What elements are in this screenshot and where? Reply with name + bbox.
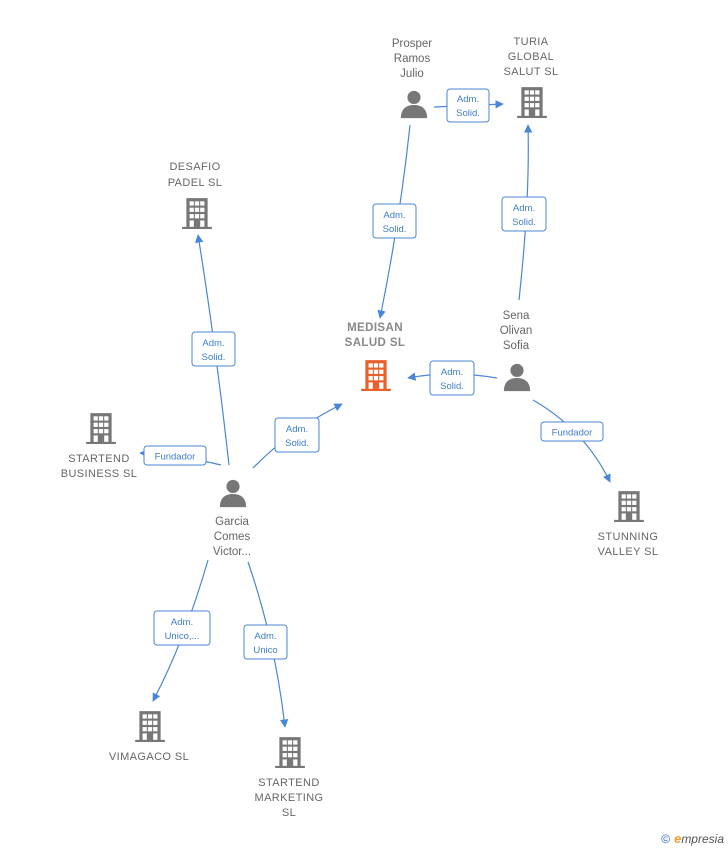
edge-label-garcia-vimagaco[interactable]: Adm. Unico,... <box>153 610 211 646</box>
svg-text:Sena: Sena <box>503 310 530 322</box>
brand-footer[interactable]: ©empresia <box>661 831 724 846</box>
svg-text:Fundador: Fundador <box>155 452 196 463</box>
person-icon <box>219 479 247 508</box>
edge-label-prosper-medisan[interactable]: Adm. Solid. <box>372 203 417 239</box>
svg-text:Adm.: Adm. <box>202 338 224 349</box>
edge-label-garcia-desafio[interactable]: Adm. Solid. <box>191 331 236 367</box>
svg-text:TURIA: TURIA <box>514 36 549 48</box>
svg-text:MARKETING: MARKETING <box>255 792 324 804</box>
svg-text:Adm.: Adm. <box>513 203 535 214</box>
svg-text:DESAFIO: DESAFIO <box>169 161 220 173</box>
edge-label-garcia-startend-business[interactable]: Fundador <box>143 445 207 466</box>
svg-text:STARTEND: STARTEND <box>68 453 129 465</box>
edge-label-sena-medisan[interactable]: Adm. Solid. <box>429 360 475 396</box>
copyright-icon: © <box>661 832 671 846</box>
svg-text:Garcia: Garcia <box>215 516 249 528</box>
person-icon <box>400 90 428 119</box>
svg-text:MEDISAN: MEDISAN <box>347 322 403 334</box>
svg-text:Comes: Comes <box>214 531 251 543</box>
company-node-startend-marketing[interactable]: STARTEND MARKETING SL <box>255 737 324 819</box>
building-icon <box>182 198 212 229</box>
person-node-garcia[interactable]: Garcia Comes Victor... <box>213 479 251 558</box>
svg-text:Julio: Julio <box>400 68 424 80</box>
svg-text:Victor...: Victor... <box>213 546 251 558</box>
svg-text:PADEL SL: PADEL SL <box>168 177 223 189</box>
brand-logo-e: e <box>674 831 682 846</box>
brand-logo-text: mpresia <box>681 832 724 846</box>
svg-text:Solid.: Solid. <box>383 224 407 235</box>
svg-text:Prosper: Prosper <box>392 38 432 50</box>
company-node-desafio[interactable]: DESAFIO PADEL SL <box>168 161 223 229</box>
svg-text:SALUT SL: SALUT SL <box>504 66 559 78</box>
company-node-turia[interactable]: TURIA GLOBAL SALUT SL <box>504 36 559 118</box>
svg-text:Adm.: Adm. <box>441 367 463 378</box>
svg-text:SL: SL <box>282 807 296 819</box>
building-icon <box>614 491 644 522</box>
edge-label-sena-stunning[interactable]: Fundador <box>540 421 604 442</box>
svg-text:Adm.: Adm. <box>286 424 308 435</box>
building-icon <box>86 413 116 444</box>
company-node-medisan[interactable]: MEDISAN SALUD SL <box>345 322 406 391</box>
svg-text:Adm.: Adm. <box>171 617 193 628</box>
svg-text:VALLEY SL: VALLEY SL <box>598 546 659 558</box>
edge-label-prosper-turia[interactable]: Adm. Solid. <box>446 88 490 123</box>
svg-text:Solid.: Solid. <box>440 381 464 392</box>
svg-text:Unico,...: Unico,... <box>165 631 200 642</box>
svg-text:VIMAGACO SL: VIMAGACO SL <box>109 751 189 763</box>
edge-labels: Adm. Solid. Adm. Solid. Adm. Solid. Adm.… <box>143 88 604 660</box>
edge-label-garcia-startend-marketing[interactable]: Adm. Unico <box>243 624 288 660</box>
person-icon <box>503 363 531 392</box>
svg-text:Solid.: Solid. <box>512 217 536 228</box>
svg-text:STARTEND: STARTEND <box>258 777 319 789</box>
svg-text:Sofia: Sofia <box>503 340 530 352</box>
company-node-stunning[interactable]: STUNNING VALLEY SL <box>598 491 659 558</box>
building-icon <box>135 711 165 742</box>
svg-text:Adm.: Adm. <box>254 631 276 642</box>
svg-text:Solid.: Solid. <box>456 108 480 119</box>
svg-text:BUSINESS SL: BUSINESS SL <box>61 468 138 480</box>
person-node-sena[interactable]: Sena Olivan Sofia <box>500 310 533 392</box>
svg-text:Fundador: Fundador <box>552 428 593 439</box>
svg-text:Solid.: Solid. <box>202 352 226 363</box>
svg-text:STUNNING: STUNNING <box>598 531 659 543</box>
person-node-prosper[interactable]: Prosper Ramos Julio <box>392 38 432 119</box>
svg-text:Solid.: Solid. <box>285 438 309 449</box>
svg-text:GLOBAL: GLOBAL <box>508 51 554 63</box>
svg-text:Ramos: Ramos <box>394 53 431 65</box>
company-node-vimagaco[interactable]: VIMAGACO SL <box>109 711 189 763</box>
edge-label-sena-turia[interactable]: Adm. Solid. <box>501 196 547 232</box>
edge-label-garcia-medisan[interactable]: Adm. Solid. <box>274 417 320 453</box>
svg-text:Adm.: Adm. <box>457 94 479 105</box>
building-icon <box>275 737 305 768</box>
svg-text:Adm.: Adm. <box>383 210 405 221</box>
svg-text:Olivan: Olivan <box>500 325 533 337</box>
svg-text:Unico: Unico <box>253 645 277 656</box>
building-icon <box>517 87 547 118</box>
company-node-startend-business[interactable]: STARTEND BUSINESS SL <box>61 413 138 480</box>
svg-text:SALUD SL: SALUD SL <box>345 337 406 349</box>
building-icon <box>361 360 391 391</box>
